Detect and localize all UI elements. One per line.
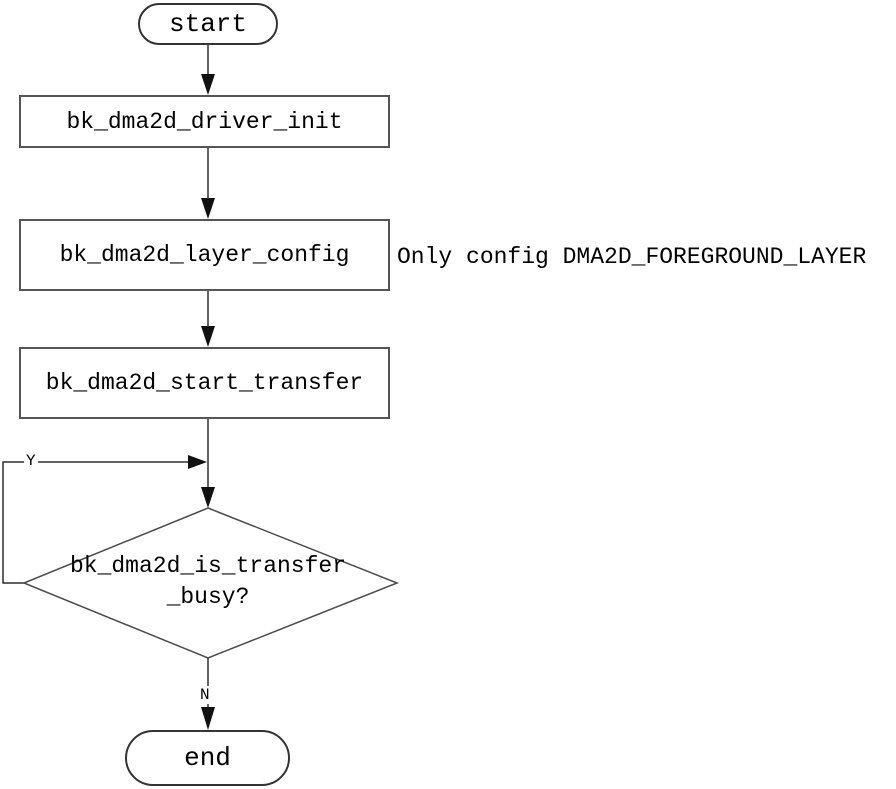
arrowhead-yes-loop (188, 455, 207, 469)
node-start: start (138, 3, 278, 45)
node-driver-init-label: bk_dma2d_driver_init (66, 108, 343, 135)
node-start-transfer: bk_dma2d_start_transfer (19, 347, 390, 419)
node-driver-init: bk_dma2d_driver_init (19, 95, 390, 148)
node-end-label: end (184, 743, 231, 773)
edge-decision-yes-loop (2, 461, 189, 584)
arrowhead-layer-config (201, 198, 215, 219)
arrowhead-end (201, 707, 215, 730)
arrowhead-driver-init (201, 74, 215, 95)
arrowhead-decision (201, 487, 215, 508)
arrowhead-start-transfer (201, 326, 215, 347)
edge-label-yes: Y (24, 452, 38, 470)
annotation-note: Only config DMA2D_FOREGROUND_LAYER (397, 244, 867, 270)
node-decision-label-line2: _busy? (166, 584, 250, 610)
node-layer-config-label: bk_dma2d_layer_config (59, 242, 350, 268)
node-start-transfer-label: bk_dma2d_start_transfer (45, 370, 364, 396)
node-decision-label: bk_dma2d_is_transfer _busy? (23, 551, 393, 613)
node-layer-config: bk_dma2d_layer_config (19, 219, 390, 291)
node-start-label: start (168, 9, 247, 39)
edge-label-no: N (198, 686, 212, 704)
node-decision-label-line1: bk_dma2d_is_transfer (69, 553, 347, 579)
node-end: end (125, 730, 290, 786)
